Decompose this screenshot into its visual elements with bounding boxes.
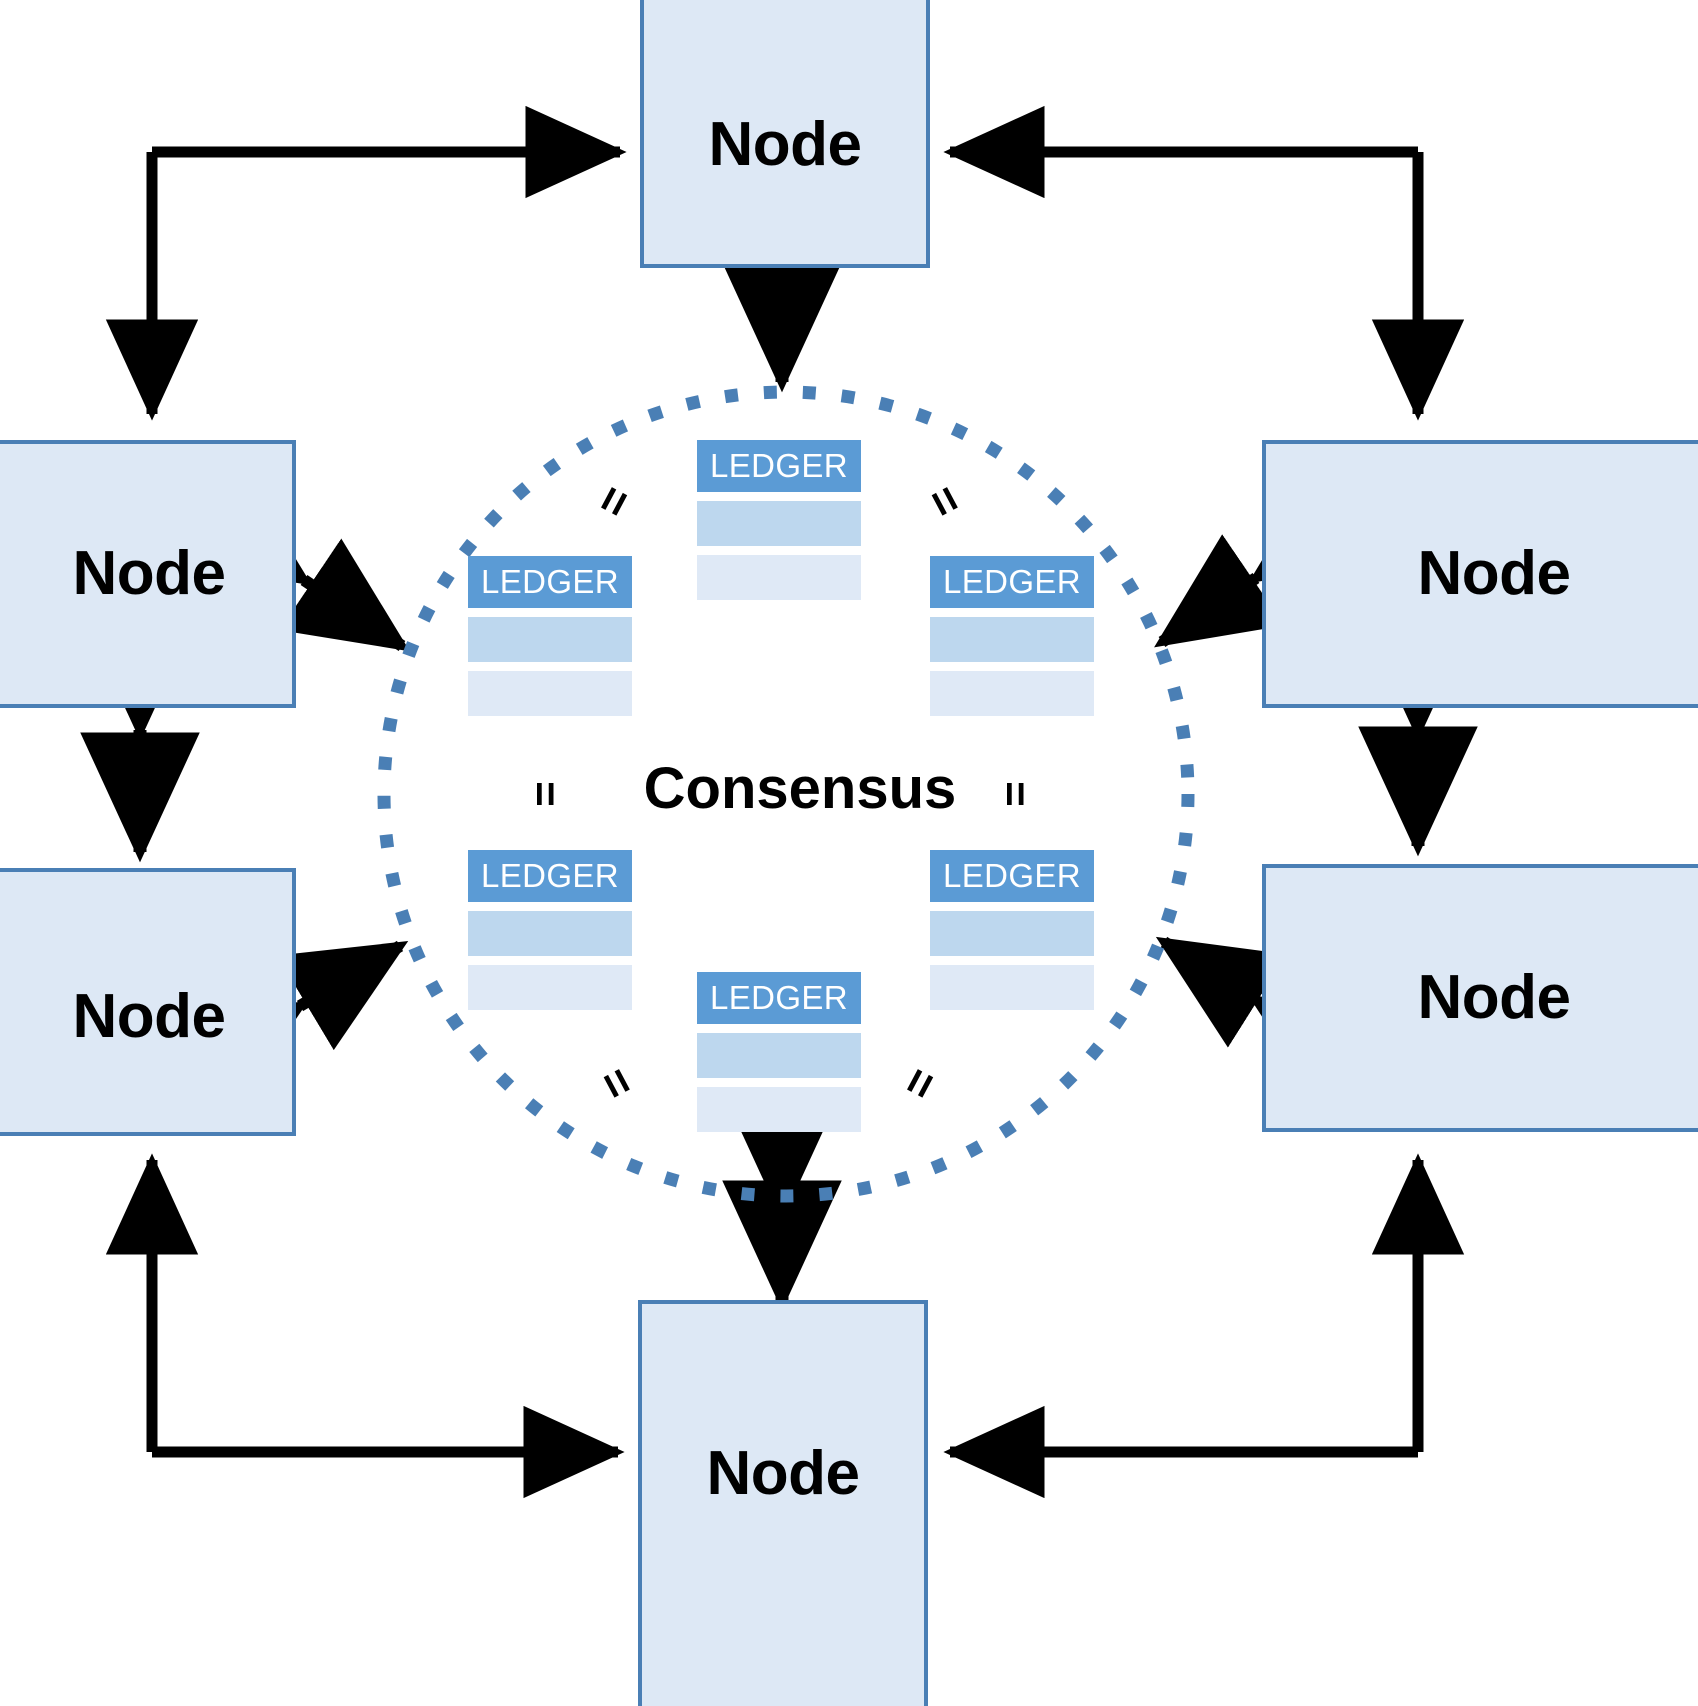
node-box-upper-right[interactable]: Node <box>1262 440 1698 708</box>
arrow-upperright-to-center <box>1154 470 1379 648</box>
consensus-label: Consensus <box>643 756 957 821</box>
ledger-header: LEDGER <box>697 972 861 1024</box>
ledger-row <box>468 617 632 662</box>
ledger-row <box>930 617 1094 662</box>
ledger-row <box>697 1033 861 1078</box>
arrow-upperleft-to-center <box>181 472 410 652</box>
ledger-row <box>468 965 632 1010</box>
arrow-lowerright-to-center <box>1155 936 1379 1106</box>
ledger-header: LEDGER <box>697 440 861 492</box>
ledger-stack-top[interactable]: LEDGER <box>697 440 861 600</box>
node-label: Node <box>708 110 863 179</box>
ledger-header: LEDGER <box>468 556 632 608</box>
equals-icon-top-right: = <box>916 476 975 526</box>
equals-icon-bottom-right: = <box>890 1058 949 1108</box>
ledger-stack-bottom[interactable]: LEDGER <box>697 972 861 1132</box>
ledger-header: LEDGER <box>930 556 1094 608</box>
ledger-stack-upper-left[interactable]: LEDGER <box>468 556 632 716</box>
equals-icon-middle-left: = <box>520 781 570 807</box>
node-box-top[interactable]: Node <box>640 0 930 268</box>
ledger-row <box>468 911 632 956</box>
equals-icon-bottom-left: = <box>588 1058 647 1108</box>
ledger-row <box>930 911 1094 956</box>
ledger-row <box>468 671 632 716</box>
ledger-row <box>697 555 861 600</box>
equals-icon-middle-right: = <box>990 781 1040 807</box>
node-label: Node <box>706 1439 861 1508</box>
equals-icon-top-left: = <box>584 476 643 526</box>
ledger-header: LEDGER <box>930 850 1094 902</box>
ledger-header: LEDGER <box>468 850 632 902</box>
node-label: Node <box>1417 539 1572 608</box>
node-box-bottom[interactable]: Node <box>638 1300 928 1706</box>
node-label: Node <box>72 982 227 1051</box>
node-box-lower-right[interactable]: Node <box>1262 864 1698 1132</box>
node-box-upper-left[interactable]: Node <box>0 440 296 708</box>
ledger-row <box>697 1087 861 1132</box>
node-box-lower-left[interactable]: Node <box>0 868 296 1136</box>
node-label: Node <box>1417 963 1572 1032</box>
ledger-row <box>697 501 861 546</box>
node-label: Node <box>72 539 227 608</box>
ledger-stack-lower-right[interactable]: LEDGER <box>930 850 1094 1010</box>
ledger-row <box>930 671 1094 716</box>
ledger-stack-upper-right[interactable]: LEDGER <box>930 556 1094 716</box>
ledger-stack-lower-left[interactable]: LEDGER <box>468 850 632 1010</box>
arrow-lowerleft-to-center <box>176 940 409 1111</box>
ledger-row <box>930 965 1094 1010</box>
